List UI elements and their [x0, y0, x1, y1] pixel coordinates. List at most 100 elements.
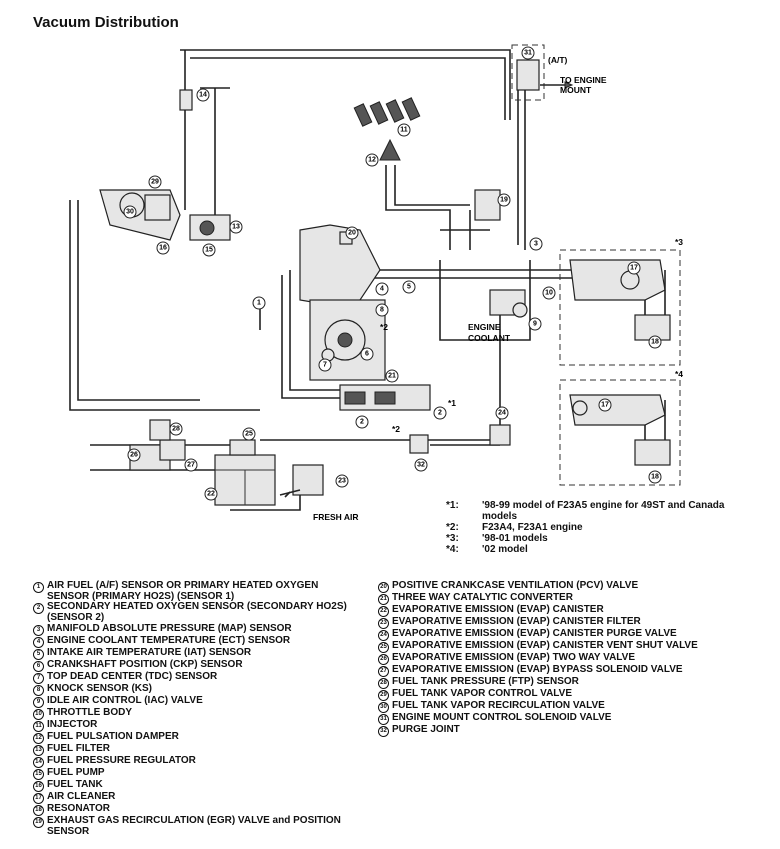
callout-9: 9 — [528, 317, 542, 331]
legend-text: ENGINE MOUNT CONTROL SOLENOID VALVE — [392, 712, 612, 723]
svg-text:24: 24 — [498, 410, 506, 417]
footnote: *3:'98-01 models — [446, 533, 548, 544]
svg-text:18: 18 — [651, 339, 659, 346]
injectors — [353, 97, 421, 127]
svg-text:16: 16 — [159, 245, 167, 252]
svg-text:19: 19 — [500, 197, 508, 204]
legend-text: FUEL TANK — [47, 778, 103, 790]
svg-text:22: 22 — [207, 491, 215, 498]
purge-valve — [489, 424, 511, 446]
air-cleaner-resonator-02 — [559, 379, 681, 486]
callout-23: 23 — [335, 474, 349, 488]
legend-number: 2 — [33, 603, 44, 615]
legend-number: 26 — [378, 654, 389, 665]
callout-17a: 17 — [627, 261, 641, 275]
legend-text: EVAPORATIVE EMISSION (EVAP) BYPASS SOLEN… — [392, 664, 683, 675]
svg-text:29: 29 — [151, 179, 159, 186]
svg-text:30: 30 — [126, 209, 134, 216]
callout-32: 32 — [414, 458, 428, 472]
svg-text:12: 12 — [368, 157, 376, 164]
engine-block — [299, 224, 386, 381]
callout-27: 27 — [184, 458, 198, 472]
svg-text:23: 23 — [338, 478, 346, 485]
catalytic-converter — [339, 384, 431, 411]
svg-text:25: 25 — [245, 431, 253, 438]
legend-text: THROTTLE BODY — [47, 706, 132, 718]
callout-18b: 18 — [648, 470, 662, 484]
callout-24: 24 — [495, 406, 509, 420]
legend-number: 3 — [33, 624, 44, 636]
label-fresh-air: FRESH AIR — [313, 512, 359, 522]
svg-text:21: 21 — [388, 373, 396, 380]
callout-2b: 2 — [433, 406, 447, 420]
label-coolant: COOLANT — [468, 333, 511, 343]
callout-11: 11 — [397, 123, 411, 137]
svg-text:6: 6 — [365, 351, 369, 358]
legend-text: EVAPORATIVE EMISSION (EVAP) CANISTER PUR… — [392, 628, 677, 639]
legend-text: PURGE JOINT — [392, 724, 460, 735]
legend-number: 11 — [33, 720, 44, 732]
legend-text: FUEL TANK PRESSURE (FTP) SENSOR — [392, 676, 579, 687]
purge-joint — [409, 434, 429, 454]
legend-text: EXHAUST GAS RECIRCULATION (EGR) VALVE an… — [47, 814, 341, 837]
callout-18a: 18 — [648, 335, 662, 349]
svg-text:15: 15 — [205, 247, 213, 254]
legend-text: AIR CLEANER — [47, 790, 116, 802]
legend-number: 25 — [378, 642, 389, 653]
callout-8: 8 — [375, 303, 389, 317]
svg-text:7: 7 — [323, 362, 327, 369]
legend-number: 13 — [33, 744, 44, 756]
legend-text: POSITIVE CRANKCASE VENTILATION (PCV) VAL… — [392, 580, 639, 591]
svg-text:26: 26 — [130, 452, 138, 459]
legend-number: 27 — [378, 666, 389, 677]
svg-text:11: 11 — [400, 127, 408, 134]
callout-31: 31 — [521, 46, 535, 60]
callout-2a: 2 — [355, 415, 369, 429]
legend-text: INJECTOR — [47, 718, 98, 730]
callout-25: 25 — [242, 427, 256, 441]
legend-text: FUEL TANK VAPOR RECIRCULATION VALVE — [392, 700, 605, 711]
fuel-pump — [189, 214, 231, 241]
label-mark2a: *2 — [380, 322, 388, 332]
legend-number: 14 — [33, 756, 44, 768]
callout-22: 22 — [204, 487, 218, 501]
footnote: *2:F23A4, F23A1 engine — [446, 522, 583, 533]
legend-number: 12 — [33, 732, 44, 744]
legend-number: 1 — [33, 582, 44, 593]
legend-number: 16 — [33, 780, 44, 792]
legend-text: TOP DEAD CENTER (TDC) SENSOR — [47, 670, 218, 682]
svg-text:10: 10 — [545, 290, 553, 297]
fuel-pressure-regulator — [179, 89, 193, 111]
legend-text: CRANKSHAFT POSITION (CKP) SENSOR — [47, 658, 243, 670]
legend-text: THREE WAY CATALYTIC CONVERTER — [392, 592, 573, 603]
egr-valve — [474, 189, 501, 221]
legend-text: FUEL TANK VAPOR CONTROL VALVE — [392, 688, 573, 699]
svg-text:18: 18 — [651, 474, 659, 481]
legend-number: 30 — [378, 702, 389, 713]
legend-text: EVAPORATIVE EMISSION (EVAP) TWO WAY VALV… — [392, 652, 635, 663]
label-engine: ENGINE — [468, 322, 501, 332]
legend-text: MANIFOLD ABSOLUTE PRESSURE (MAP) SENSOR — [47, 622, 292, 634]
legend-number: 4 — [33, 636, 44, 648]
callout-4: 4 — [375, 282, 389, 296]
evap-canister — [214, 454, 276, 506]
callouts: 1 2 2 3 4 5 6 7 8 9 10 11 12 13 14 15 16… — [123, 46, 662, 501]
callout-20: 20 — [345, 226, 359, 240]
